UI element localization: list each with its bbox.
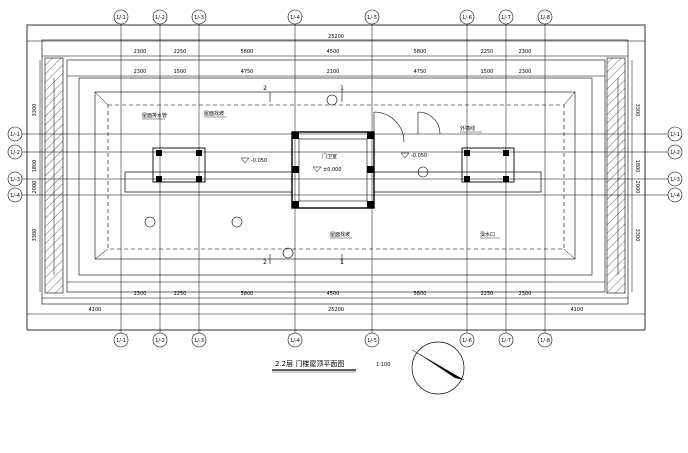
dim-top-7: 2300: [519, 49, 532, 55]
frame-third: [66, 59, 606, 293]
axis-top-3: 1/-3: [194, 15, 204, 21]
dim-bottom-6: 2250: [481, 291, 494, 297]
grid-horizontal: [22, 133, 668, 196]
dim-bottom-3: 5800: [241, 291, 254, 297]
axis-right-2: 1/-2: [670, 150, 680, 156]
dim-top2-6: 1500: [481, 69, 494, 75]
notes: 屋面排水管 屋面找坡 外墙线 溴水口 屋面找坡: [142, 110, 500, 239]
hatch-wall-right: [606, 57, 626, 294]
note-2: 屋面找坡: [204, 110, 224, 117]
dim-top2-7: 2300: [519, 69, 532, 75]
room-label-center: 门卫室: [322, 153, 337, 160]
axis-top-4: 1/-4: [290, 15, 300, 21]
axis-left-4: 1/-4: [10, 193, 20, 199]
north-arrow-icon: [411, 341, 465, 395]
axis-bubbles: [7, 9, 683, 348]
dim-right-1: 3300: [634, 104, 640, 117]
dim-bottom-1: 2300: [134, 291, 147, 297]
elevation-marks: -0.050 ±0.000 -0.050: [240, 152, 427, 173]
right-wing: [461, 147, 515, 183]
axis-top-7: 1/-7: [501, 15, 511, 21]
axis-left-2: 1/-2: [10, 150, 20, 156]
axis-bottom-5: 1/-5: [367, 338, 377, 344]
dim-bottom-5: 5800: [414, 291, 427, 297]
axis-top-1: 1/-1: [116, 15, 126, 21]
dim-bottom2-1: 4100: [89, 307, 102, 313]
left-wing: [152, 147, 206, 183]
dim-left-4: 3300: [32, 229, 38, 242]
dim-top-2: 2250: [174, 49, 187, 55]
axis-bottom-8: 1/-8: [540, 338, 550, 344]
axis-left-3: 1/-3: [10, 177, 20, 183]
axis-left-1: 1/-1: [10, 132, 20, 138]
frame-fifth: [94, 91, 576, 260]
dim-top2-5: 4750: [414, 69, 427, 75]
axis-right-4: 1/-4: [670, 193, 680, 199]
section-mark-3: 2: [263, 259, 267, 266]
axis-right-1: 1/-1: [670, 132, 680, 138]
dim-bottom-4: 4500: [327, 291, 340, 297]
dimension-texts: 25200 25200 2300 2250 5800 4500 5800 225…: [32, 34, 640, 313]
dim-top-5: 5800: [414, 49, 427, 55]
dim-bottom-2: 2250: [174, 291, 187, 297]
axis-right-3: 1/-3: [670, 177, 680, 183]
dim-top2-4: 2100: [327, 69, 340, 75]
frame-fourth: [78, 77, 593, 276]
note-5: 屋面找坡: [330, 231, 350, 238]
axis-bottom-7: 1/-7: [501, 338, 511, 344]
section-mark-1: 1: [340, 85, 344, 92]
dim-top-3: 5800: [241, 49, 254, 55]
axis-bottom-2: 1/-2: [155, 338, 165, 344]
drawing-title: 2.2层 门楼屋顶平面图: [275, 359, 344, 368]
section-labels: 1 2 2 1: [263, 85, 344, 266]
axis-labels: 1/-1 1/-2 1/-3 1/-4 1/-5 1/-6 1/-7 1/-8 …: [10, 15, 680, 344]
axis-top-5: 1/-5: [367, 15, 377, 21]
drawing-scale: 1:100: [376, 362, 390, 368]
dim-right-3: 2000: [634, 181, 640, 194]
frame-dashed: [107, 104, 565, 250]
door-arcs: [373, 111, 441, 143]
dim-left-1: 3300: [32, 104, 38, 117]
dim-top-1: 2300: [134, 49, 147, 55]
roof-slope-lines: [94, 91, 576, 260]
columns: [156, 132, 509, 208]
dim-top2-3: 4750: [241, 69, 254, 75]
frame-second: [41, 39, 629, 305]
right-canopy: [373, 171, 542, 193]
section-markers: [144, 90, 429, 264]
axis-top-2: 1/-2: [155, 15, 165, 21]
dim-bottom-7: 2300: [519, 291, 532, 297]
dim-overall-bottom: 25200: [328, 307, 344, 313]
title-block: 2.2层 门楼屋顶平面图 1:100: [272, 359, 390, 373]
axis-bottom-1: 1/-1: [116, 338, 126, 344]
axis-top-8: 1/-8: [540, 15, 550, 21]
section-mark-2: 2: [263, 85, 267, 92]
axis-bottom-4: 1/-4: [290, 338, 300, 344]
axis-bottom-3: 1/-3: [194, 338, 204, 344]
elevation-right: -0.050: [411, 153, 427, 159]
dimension-lines: [27, 40, 645, 315]
dim-top2-1: 2300: [134, 69, 147, 75]
dim-right-2: 1800: [634, 160, 640, 173]
dim-right-4: 3300: [634, 229, 640, 242]
dim-overall-top: 25200: [328, 34, 344, 40]
dim-left-3: 2000: [32, 181, 38, 194]
note-4: 溴水口: [480, 231, 495, 238]
dim-top-6: 2250: [481, 49, 494, 55]
elevation-center: ±0.000: [323, 167, 342, 173]
elevation-left: -0.050: [251, 158, 267, 164]
note-3: 外墙线: [460, 125, 475, 132]
frame-outer: [26, 24, 646, 331]
dim-top-4: 4500: [327, 49, 340, 55]
axis-top-6: 1/-6: [462, 15, 472, 21]
dim-top2-2: 1500: [174, 69, 187, 75]
left-canopy: [124, 171, 293, 193]
dim-bottom2-9: 4100: [571, 307, 584, 313]
axis-bottom-6: 1/-6: [462, 338, 472, 344]
dim-left-2: 1800: [32, 160, 38, 173]
outer-frames: [26, 24, 646, 331]
section-mark-4: 1: [340, 259, 344, 266]
note-1: 屋面排水管: [142, 112, 167, 119]
